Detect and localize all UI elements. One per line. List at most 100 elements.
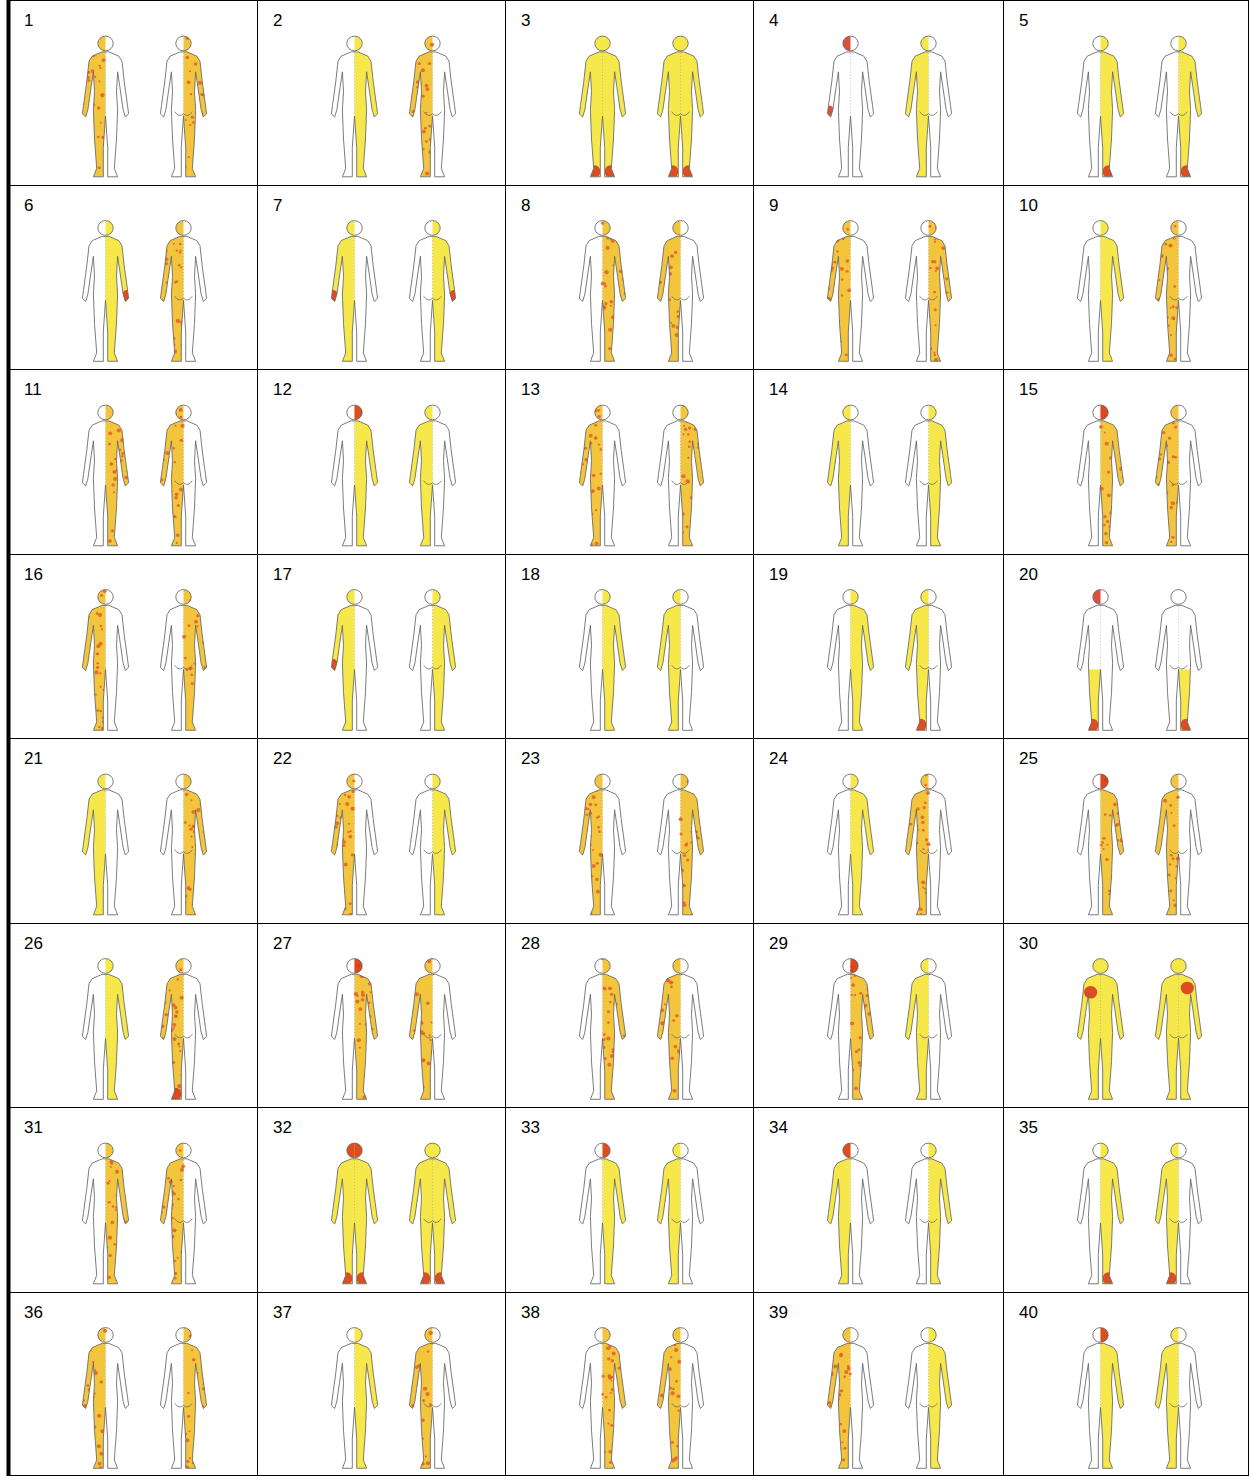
hot-spot bbox=[843, 1143, 851, 1158]
shaded-area bbox=[823, 1141, 851, 1288]
symptom-dot bbox=[667, 956, 669, 958]
symptom-dot bbox=[1153, 879, 1155, 881]
symptom-dot bbox=[1124, 523, 1127, 526]
symptom-dot bbox=[160, 1256, 162, 1258]
symptom-dot bbox=[614, 1037, 617, 1040]
symptom-dot bbox=[123, 1269, 127, 1273]
symptom-dot bbox=[577, 824, 581, 828]
symptom-dot bbox=[199, 900, 202, 903]
symptom-dot bbox=[78, 64, 80, 66]
symptom-dot bbox=[653, 986, 656, 989]
symptom-dot bbox=[99, 67, 101, 69]
head-outline bbox=[425, 221, 440, 236]
back-body-figure bbox=[1149, 403, 1201, 550]
symptom-dot bbox=[1169, 244, 1172, 247]
symptom-shading bbox=[1151, 957, 1206, 1104]
symptom-dot bbox=[332, 771, 335, 774]
buttock-line bbox=[672, 1219, 690, 1223]
midline bbox=[1178, 975, 1179, 1038]
head-outline bbox=[1171, 36, 1186, 51]
symptom-dot bbox=[833, 232, 837, 236]
symptom-dot bbox=[199, 598, 201, 600]
symptom-dot bbox=[128, 538, 131, 541]
symptom-dot bbox=[846, 228, 849, 231]
body-outline bbox=[657, 790, 703, 915]
midline bbox=[105, 1160, 106, 1223]
symptom-dot bbox=[661, 227, 663, 229]
symptom-dot bbox=[951, 348, 953, 350]
midline bbox=[850, 1160, 851, 1223]
symptom-dot bbox=[173, 1185, 175, 1187]
symptom-dot bbox=[404, 994, 406, 996]
symptom-dot bbox=[156, 455, 160, 459]
body-outline bbox=[82, 974, 128, 1099]
symptom-dot bbox=[592, 849, 594, 851]
symptom-dot bbox=[606, 1036, 610, 1040]
symptom-dot bbox=[701, 891, 704, 894]
shaded-area bbox=[106, 219, 134, 366]
symptom-dot bbox=[113, 1243, 116, 1246]
hot-spot bbox=[355, 1143, 363, 1158]
symptom-dot bbox=[664, 1003, 666, 1005]
shaded-area bbox=[1101, 1141, 1129, 1288]
symptom-dot bbox=[617, 1100, 619, 1102]
symptom-dot bbox=[1124, 514, 1127, 517]
symptom-dot bbox=[194, 597, 198, 601]
shaded-area bbox=[327, 1141, 382, 1288]
front-body-figure bbox=[331, 34, 382, 181]
symptom-dot bbox=[674, 251, 677, 254]
head-outline bbox=[98, 221, 113, 236]
symptom-dot bbox=[167, 309, 171, 313]
symptom-dot bbox=[578, 839, 580, 841]
symptom-dot bbox=[657, 956, 660, 959]
symptom-dot bbox=[413, 120, 417, 123]
shaded-area bbox=[355, 34, 383, 181]
symptom-dot bbox=[165, 451, 169, 455]
symptom-dot bbox=[1161, 233, 1164, 236]
symptom-dot bbox=[670, 986, 673, 989]
symptom-dot bbox=[86, 723, 89, 726]
symptom-dot bbox=[576, 459, 580, 463]
symptom-dot bbox=[671, 324, 675, 328]
symptom-dot bbox=[610, 993, 613, 996]
back-body-figure bbox=[657, 772, 709, 919]
symptom-dot bbox=[933, 291, 936, 294]
symptom-dot bbox=[836, 250, 839, 252]
symptom-dot bbox=[121, 452, 124, 455]
symptom-dot bbox=[180, 266, 182, 268]
symptom-dot bbox=[869, 1078, 872, 1081]
midline bbox=[432, 53, 433, 116]
symptom-dot bbox=[1152, 456, 1154, 458]
symptom-dot bbox=[604, 285, 606, 287]
symptom-dot bbox=[902, 845, 906, 849]
symptom-dot bbox=[359, 1047, 361, 1049]
symptom-dot bbox=[108, 443, 111, 446]
back-body-figure bbox=[1151, 957, 1206, 1104]
symptom-dot bbox=[159, 964, 161, 966]
symptom-dot bbox=[1123, 501, 1127, 504]
symptom-dot bbox=[100, 625, 103, 627]
midline bbox=[680, 975, 681, 1038]
symptom-dot bbox=[608, 328, 612, 332]
body-outline bbox=[82, 421, 128, 546]
back-body-figure bbox=[409, 772, 460, 919]
midline bbox=[602, 975, 603, 1038]
symptom-dot bbox=[191, 667, 193, 669]
buttock-line bbox=[424, 296, 442, 300]
symptom-dot bbox=[596, 817, 598, 819]
symptom-dot bbox=[98, 80, 100, 82]
body-outline bbox=[1077, 52, 1123, 177]
symptom-dot bbox=[205, 856, 208, 859]
symptom-dot bbox=[1154, 546, 1157, 549]
symptom-dot bbox=[928, 332, 930, 334]
symptom-dot bbox=[703, 545, 706, 548]
symptom-dot bbox=[165, 1013, 169, 1016]
symptom-dot bbox=[172, 1228, 176, 1232]
symptom-shading bbox=[1151, 1141, 1179, 1288]
symptom-dot bbox=[661, 1061, 663, 1063]
symptom-dot bbox=[656, 1067, 660, 1071]
midline bbox=[432, 975, 433, 1038]
symptom-dot bbox=[416, 80, 420, 84]
symptom-dot bbox=[204, 666, 208, 670]
symptom-dot bbox=[1120, 521, 1123, 523]
